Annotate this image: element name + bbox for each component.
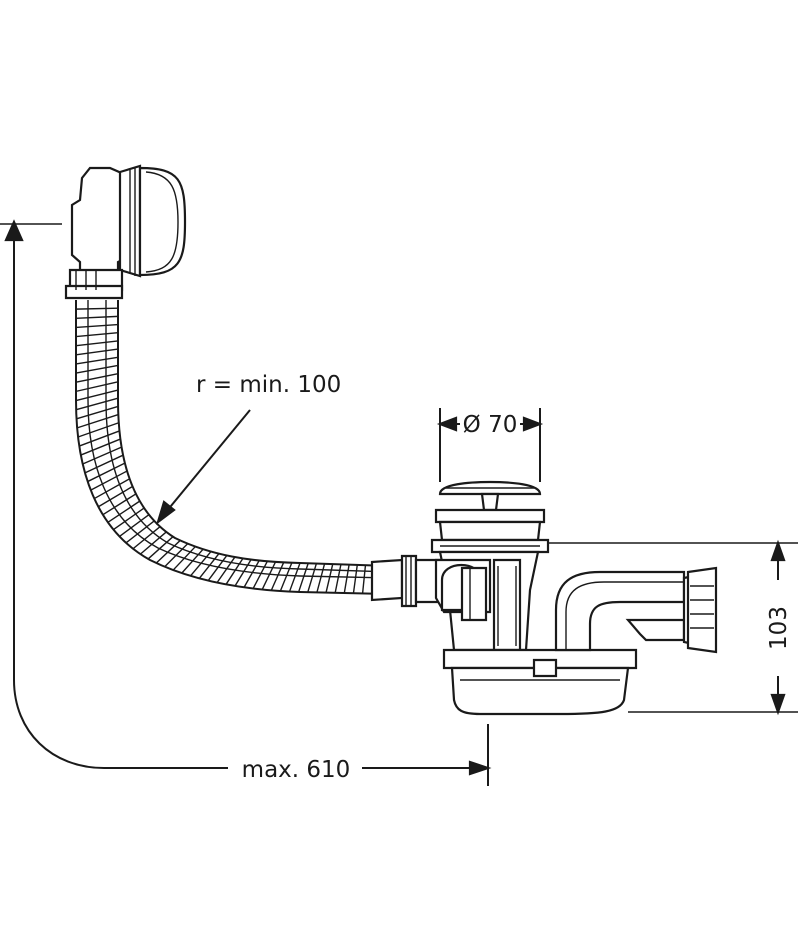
hose-rib bbox=[93, 478, 130, 500]
hose-rib bbox=[352, 564, 358, 594]
hose-rib bbox=[76, 413, 119, 429]
hose-rib bbox=[75, 372, 119, 383]
hose-rib bbox=[307, 563, 318, 593]
hose-rib bbox=[98, 485, 133, 508]
hose-rib bbox=[198, 553, 220, 579]
hose-rib bbox=[75, 356, 119, 365]
height-dimension: 103 bbox=[548, 539, 798, 716]
hose-rib bbox=[75, 323, 119, 329]
hose-rib bbox=[107, 500, 141, 523]
hose-rib bbox=[102, 493, 137, 516]
hose-rib bbox=[125, 520, 155, 544]
hose-rib bbox=[87, 462, 126, 483]
outlet-elbow bbox=[532, 566, 718, 678]
hose-rib bbox=[147, 536, 174, 560]
overflow-head bbox=[64, 164, 187, 300]
hose-rib bbox=[132, 526, 161, 550]
hose-rib bbox=[75, 389, 119, 402]
hose-rib bbox=[181, 548, 204, 574]
diameter-label: Ø 70 bbox=[463, 412, 518, 438]
hose-rib bbox=[164, 543, 189, 568]
bend-radius-label: r = min. 100 bbox=[196, 372, 341, 398]
hose-rib bbox=[75, 381, 119, 393]
hose-rib bbox=[77, 422, 119, 438]
hose-rib bbox=[75, 340, 119, 347]
hose-rib bbox=[297, 563, 309, 593]
hose-rib bbox=[84, 454, 124, 474]
hose-rib bbox=[80, 438, 121, 456]
hose-rib bbox=[270, 562, 285, 591]
hose-rib bbox=[325, 563, 334, 593]
hose-rib bbox=[225, 558, 244, 585]
hose-rib bbox=[75, 348, 119, 356]
hose-rib bbox=[119, 514, 150, 538]
bend-radius-annotation: r = min. 100 bbox=[155, 372, 341, 525]
hose-rib bbox=[243, 560, 260, 588]
hose-rib bbox=[75, 315, 119, 319]
hose-rib bbox=[75, 397, 119, 411]
diameter-dimension: Ø 70 bbox=[436, 408, 544, 482]
hose-rib bbox=[155, 539, 181, 564]
hose-rib bbox=[343, 564, 350, 594]
hose-rib bbox=[207, 555, 228, 582]
hose-connector bbox=[370, 554, 442, 608]
length-label: max. 610 bbox=[242, 757, 351, 783]
hose-rib bbox=[334, 564, 342, 593]
corrugated-hose bbox=[75, 300, 391, 595]
height-label: 103 bbox=[766, 606, 792, 650]
hose-rib bbox=[113, 507, 145, 531]
hose-rib bbox=[261, 561, 277, 590]
hose-rib bbox=[82, 446, 122, 465]
hose-rib bbox=[76, 405, 119, 420]
hose-rib bbox=[172, 546, 196, 571]
hose-rib bbox=[216, 556, 236, 584]
hose-rib bbox=[234, 559, 252, 587]
waste-trap bbox=[430, 480, 638, 716]
hose-rib bbox=[252, 561, 268, 589]
hose-rib bbox=[75, 364, 119, 374]
hose-rib bbox=[316, 563, 326, 593]
hose-rib bbox=[79, 430, 120, 447]
hose-rib bbox=[279, 562, 293, 592]
hose-rib bbox=[139, 531, 167, 555]
length-dimension: max. 610 bbox=[0, 219, 492, 786]
hose-rib bbox=[189, 551, 212, 577]
hose-rib bbox=[90, 470, 128, 491]
hose-rib bbox=[361, 565, 367, 594]
hose-rib bbox=[75, 332, 119, 338]
hose-rib bbox=[288, 562, 301, 592]
hose-rib bbox=[75, 307, 119, 310]
